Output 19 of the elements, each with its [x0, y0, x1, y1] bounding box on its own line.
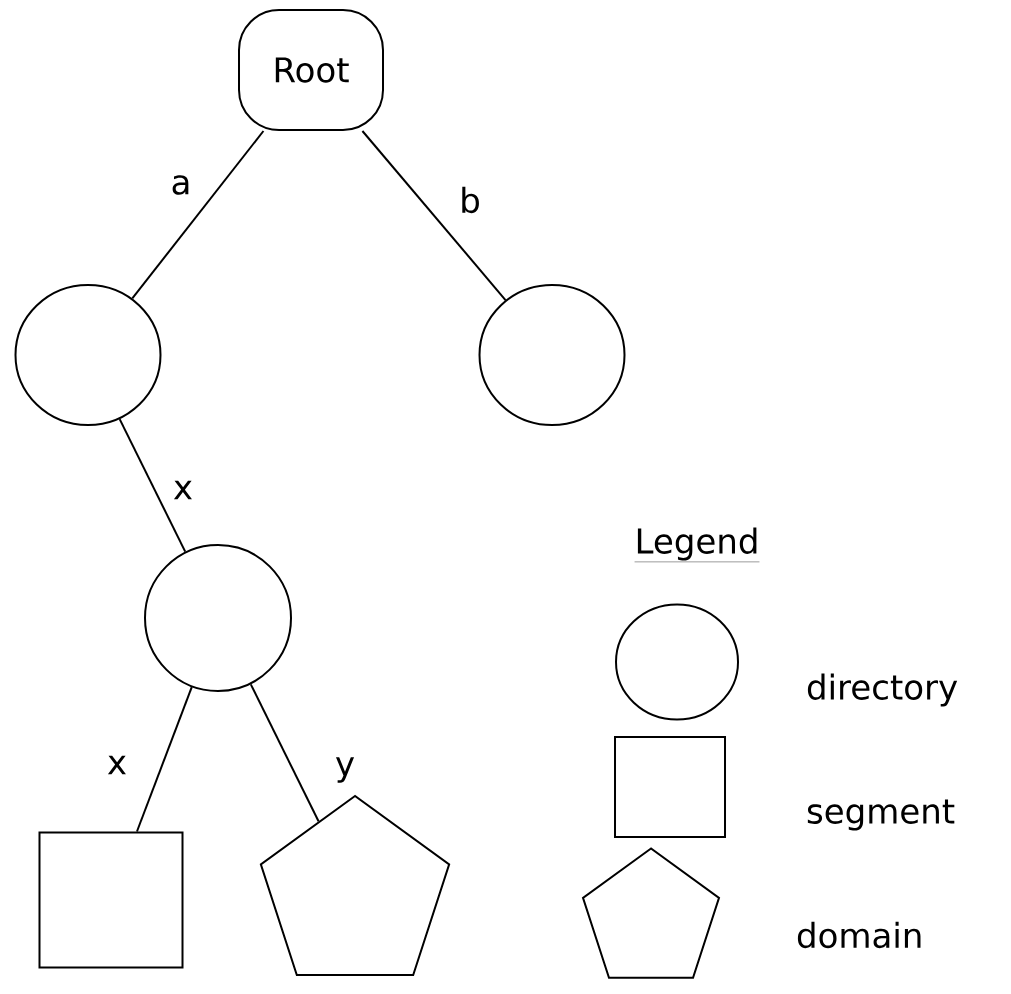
edge-label: b	[457, 184, 483, 216]
legend-text: domain	[797, 921, 921, 949]
root-node: Root	[238, 9, 384, 131]
connector-line	[135, 686, 193, 833]
edge-label: a	[168, 173, 194, 197]
legend-text: directory	[807, 673, 958, 707]
circle-node	[144, 544, 292, 692]
legend-text: segment	[807, 799, 955, 831]
connector-line	[118, 418, 187, 553]
connector-line	[249, 683, 320, 823]
circle-node	[14, 284, 162, 426]
edge-label: x	[104, 753, 130, 777]
connector-line	[361, 130, 507, 301]
legend-heading: Legend	[634, 527, 760, 563]
circle-node	[478, 284, 626, 426]
edge-label: x	[170, 478, 196, 502]
edge-label: y	[332, 755, 358, 785]
connector-line	[131, 130, 265, 300]
square-node	[38, 831, 184, 969]
